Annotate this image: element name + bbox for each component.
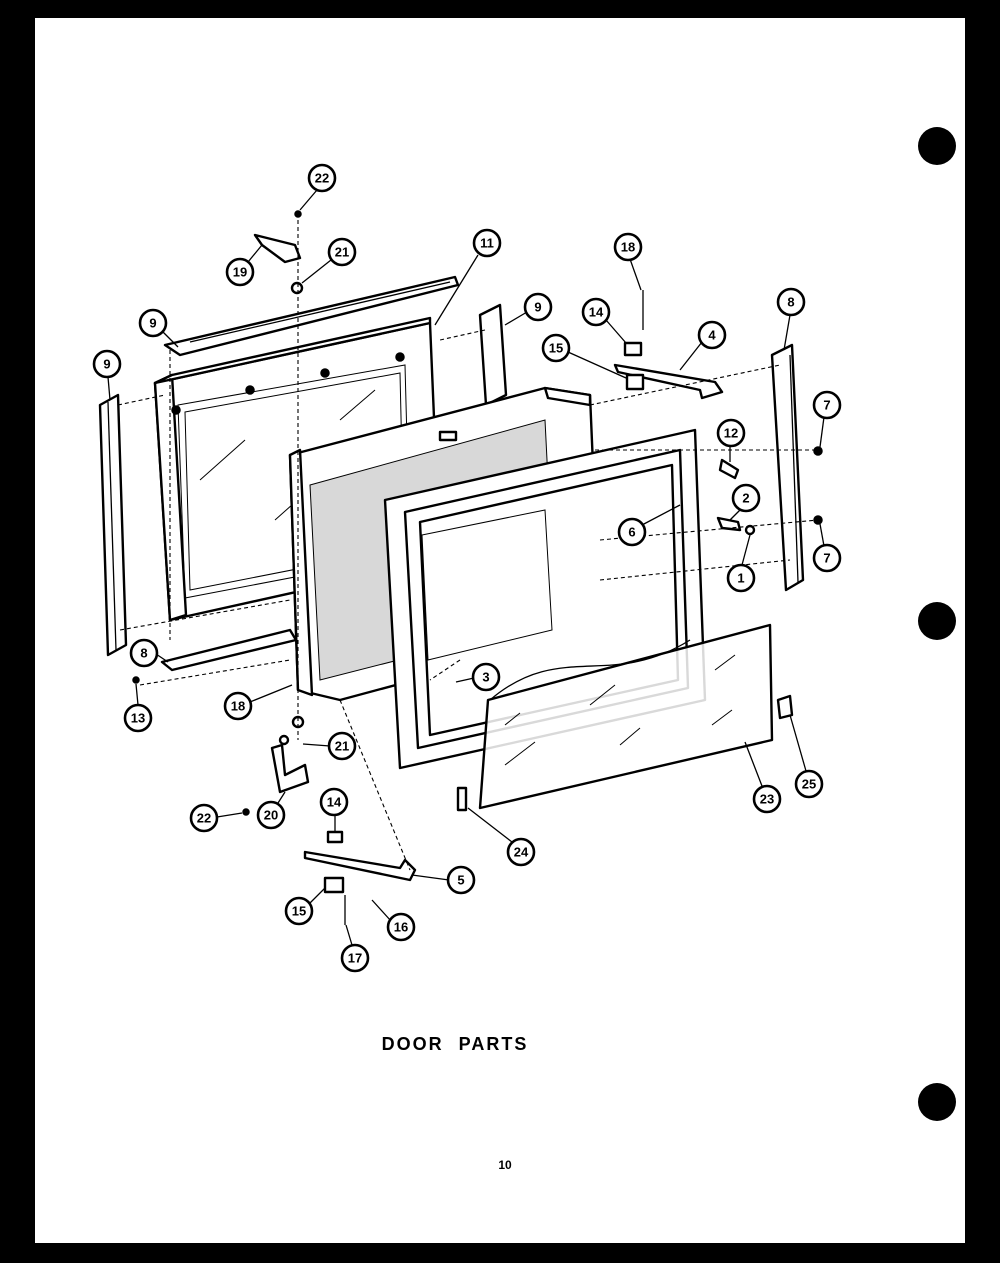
callout-11: 11: [434, 228, 502, 326]
callout-label: 21: [335, 245, 349, 260]
callout-label: 18: [231, 699, 245, 714]
top-handle-bracket: [613, 290, 724, 400]
callout-label: 3: [482, 670, 489, 685]
callout-2: 2: [729, 483, 761, 521]
callout-7-bottom: 7: [812, 523, 842, 573]
callout-label: 22: [197, 811, 211, 826]
top-trim-strip: [163, 275, 460, 357]
page-number: 10: [498, 1158, 512, 1172]
callout-label: 4: [708, 328, 716, 343]
callout-1: 1: [726, 534, 756, 593]
callout-label: 11: [480, 236, 494, 251]
callout-5: 5: [411, 865, 476, 895]
binder-hole-middle: [918, 602, 956, 640]
callout-label: 14: [327, 795, 342, 810]
top-hinge-bracket: [253, 210, 304, 295]
callout-label: 23: [760, 792, 774, 807]
callout-9-center: 9: [504, 292, 553, 326]
callout-15-bottom: 15: [284, 887, 326, 926]
callout-4: 4: [679, 320, 727, 371]
callout-8-right: 8: [776, 287, 806, 351]
callout-16: 16: [371, 899, 416, 942]
callout-18-top: 18: [613, 232, 643, 291]
callout-13: 13: [123, 683, 153, 733]
callout-label: 9: [149, 316, 156, 331]
callout-25: 25: [789, 714, 824, 799]
callout-22-top: 22: [299, 163, 337, 211]
callout-label: 7: [823, 551, 830, 566]
bottom-hinge-bracket: [242, 715, 310, 816]
left-trim-strip: [98, 393, 128, 657]
bottom-trim-strip: [160, 628, 298, 672]
callout-label: 22: [315, 171, 329, 186]
callout-label: 20: [264, 808, 278, 823]
callout-7-top: 7: [812, 390, 842, 448]
callout-label: 9: [534, 300, 541, 315]
callout-label: 12: [724, 426, 738, 441]
callout-label: 6: [628, 525, 635, 540]
callout-14-bottom: 14: [319, 787, 349, 832]
glass-clips: [132, 676, 794, 812]
callout-label: 5: [457, 873, 464, 888]
callout-label: 17: [348, 951, 362, 966]
callout-3: 3: [455, 662, 501, 692]
callout-label: 2: [742, 491, 749, 506]
callout-label: 8: [787, 295, 794, 310]
callout-24: 24: [467, 807, 536, 867]
binder-hole-top: [918, 127, 956, 165]
callout-9-left: 9: [92, 349, 122, 401]
callout-label: 25: [802, 777, 816, 792]
callout-label: 1: [737, 571, 744, 586]
callout-label: 18: [621, 240, 635, 255]
center-trim-strip: [478, 303, 508, 407]
callout-17: 17: [340, 924, 370, 973]
callout-21-bottom: 21: [302, 731, 357, 761]
callout-label: 16: [394, 920, 408, 935]
callout-label: 19: [233, 265, 247, 280]
right-trim-strip: [770, 343, 805, 592]
callout-label: 13: [131, 711, 145, 726]
callout-label: 21: [335, 739, 349, 754]
callout-label: 8: [140, 646, 147, 661]
callout-15-top: 15: [541, 333, 627, 379]
callout-label: 15: [292, 904, 306, 919]
bottom-handle-bracket: [303, 830, 417, 925]
diagram-caption: DOOR PARTS: [381, 1034, 529, 1054]
callout-12: 12: [716, 418, 746, 462]
callout-19: 19: [225, 244, 263, 287]
callout-23: 23: [744, 741, 782, 814]
binder-hole-bottom: [918, 1083, 956, 1121]
callout-22-bottom: 22: [189, 803, 243, 833]
right-small-hardware: [716, 446, 823, 536]
callout-label: 9: [103, 357, 110, 372]
callout-14-top: 14: [581, 297, 627, 344]
callout-label: 14: [589, 305, 604, 320]
glass-panel: [478, 623, 774, 810]
callout-label: 15: [549, 341, 563, 356]
callout-21-top: 21: [301, 237, 357, 284]
callout-9-top: 9: [138, 308, 179, 348]
callout-8-bottom: 8: [129, 638, 169, 668]
callout-18-bottom: 18: [223, 684, 293, 721]
callout-label: 24: [514, 845, 529, 860]
callout-label: 7: [823, 398, 830, 413]
callout-20: 20: [256, 791, 286, 830]
callout-6: 6: [617, 504, 681, 547]
